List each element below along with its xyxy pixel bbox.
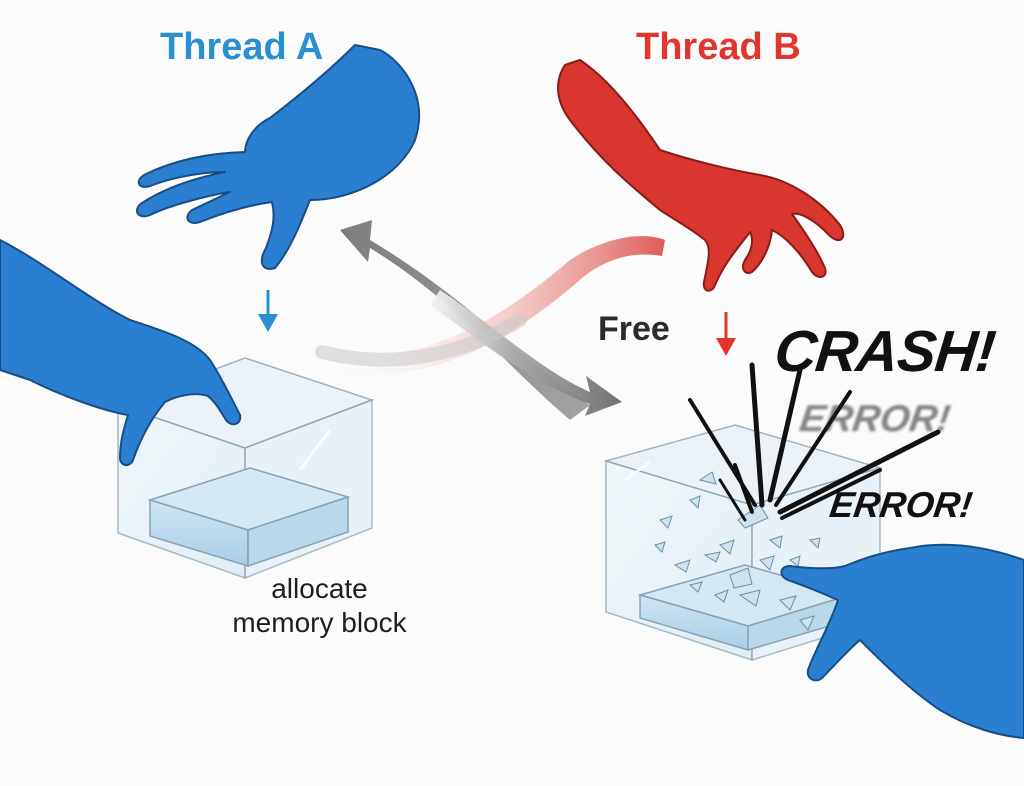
arrow-down-red-icon bbox=[716, 312, 736, 356]
thread-a-title: Thread A bbox=[160, 26, 324, 68]
error-ghost-text: ERROR! bbox=[797, 398, 953, 440]
error-text: ERROR! bbox=[827, 484, 975, 525]
free-label: Free bbox=[598, 310, 670, 348]
allocate-caption: allocate memory block bbox=[212, 572, 427, 640]
arrow-to-right-lower bbox=[430, 290, 622, 416]
swap-arrows bbox=[315, 220, 665, 420]
allocate-caption-line2: memory block bbox=[232, 607, 407, 638]
impact-burst bbox=[688, 362, 941, 522]
glass-shards bbox=[654, 471, 821, 631]
arrow-to-right bbox=[320, 236, 665, 375]
thread-b-hand bbox=[557, 59, 845, 292]
thread-b-title: Thread B bbox=[636, 26, 801, 68]
allocate-caption-line1: allocate bbox=[271, 573, 368, 604]
thread-a-hand-left bbox=[0, 239, 242, 466]
thread-a-hand-top bbox=[135, 44, 421, 270]
arrow-down-blue-icon bbox=[258, 290, 278, 332]
memory-cube-left bbox=[115, 357, 375, 580]
crash-text: CRASH! bbox=[771, 319, 998, 384]
thread-a-hand-bottom bbox=[780, 543, 1024, 739]
memory-block-left bbox=[147, 467, 351, 568]
